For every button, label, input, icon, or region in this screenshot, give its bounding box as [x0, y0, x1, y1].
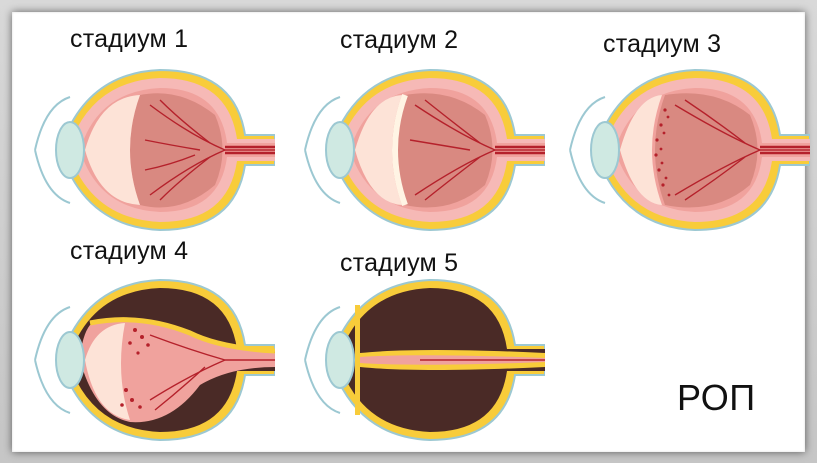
- lens-icon: [326, 332, 354, 388]
- rop-caption: РОП: [677, 377, 756, 419]
- eye-stage-3: [565, 65, 810, 235]
- stage-1-label: стадиум 1: [70, 25, 188, 54]
- eye-stage-4: [30, 275, 275, 445]
- stage-5-label: стадиум 5: [340, 249, 458, 278]
- eye-stage-2: [300, 65, 545, 235]
- lens-icon: [326, 122, 354, 178]
- lens-icon: [56, 332, 84, 388]
- stage-3-label: стадиум 3: [603, 30, 721, 59]
- lens-icon: [591, 122, 619, 178]
- eye-stage-1: [30, 65, 275, 235]
- retina-vascular-zone: [395, 93, 493, 207]
- stage-4-label: стадиум 4: [70, 237, 188, 266]
- eye-stage-5: [300, 275, 545, 445]
- stage-2-label: стадиум 2: [340, 26, 458, 55]
- lens-icon: [56, 122, 84, 178]
